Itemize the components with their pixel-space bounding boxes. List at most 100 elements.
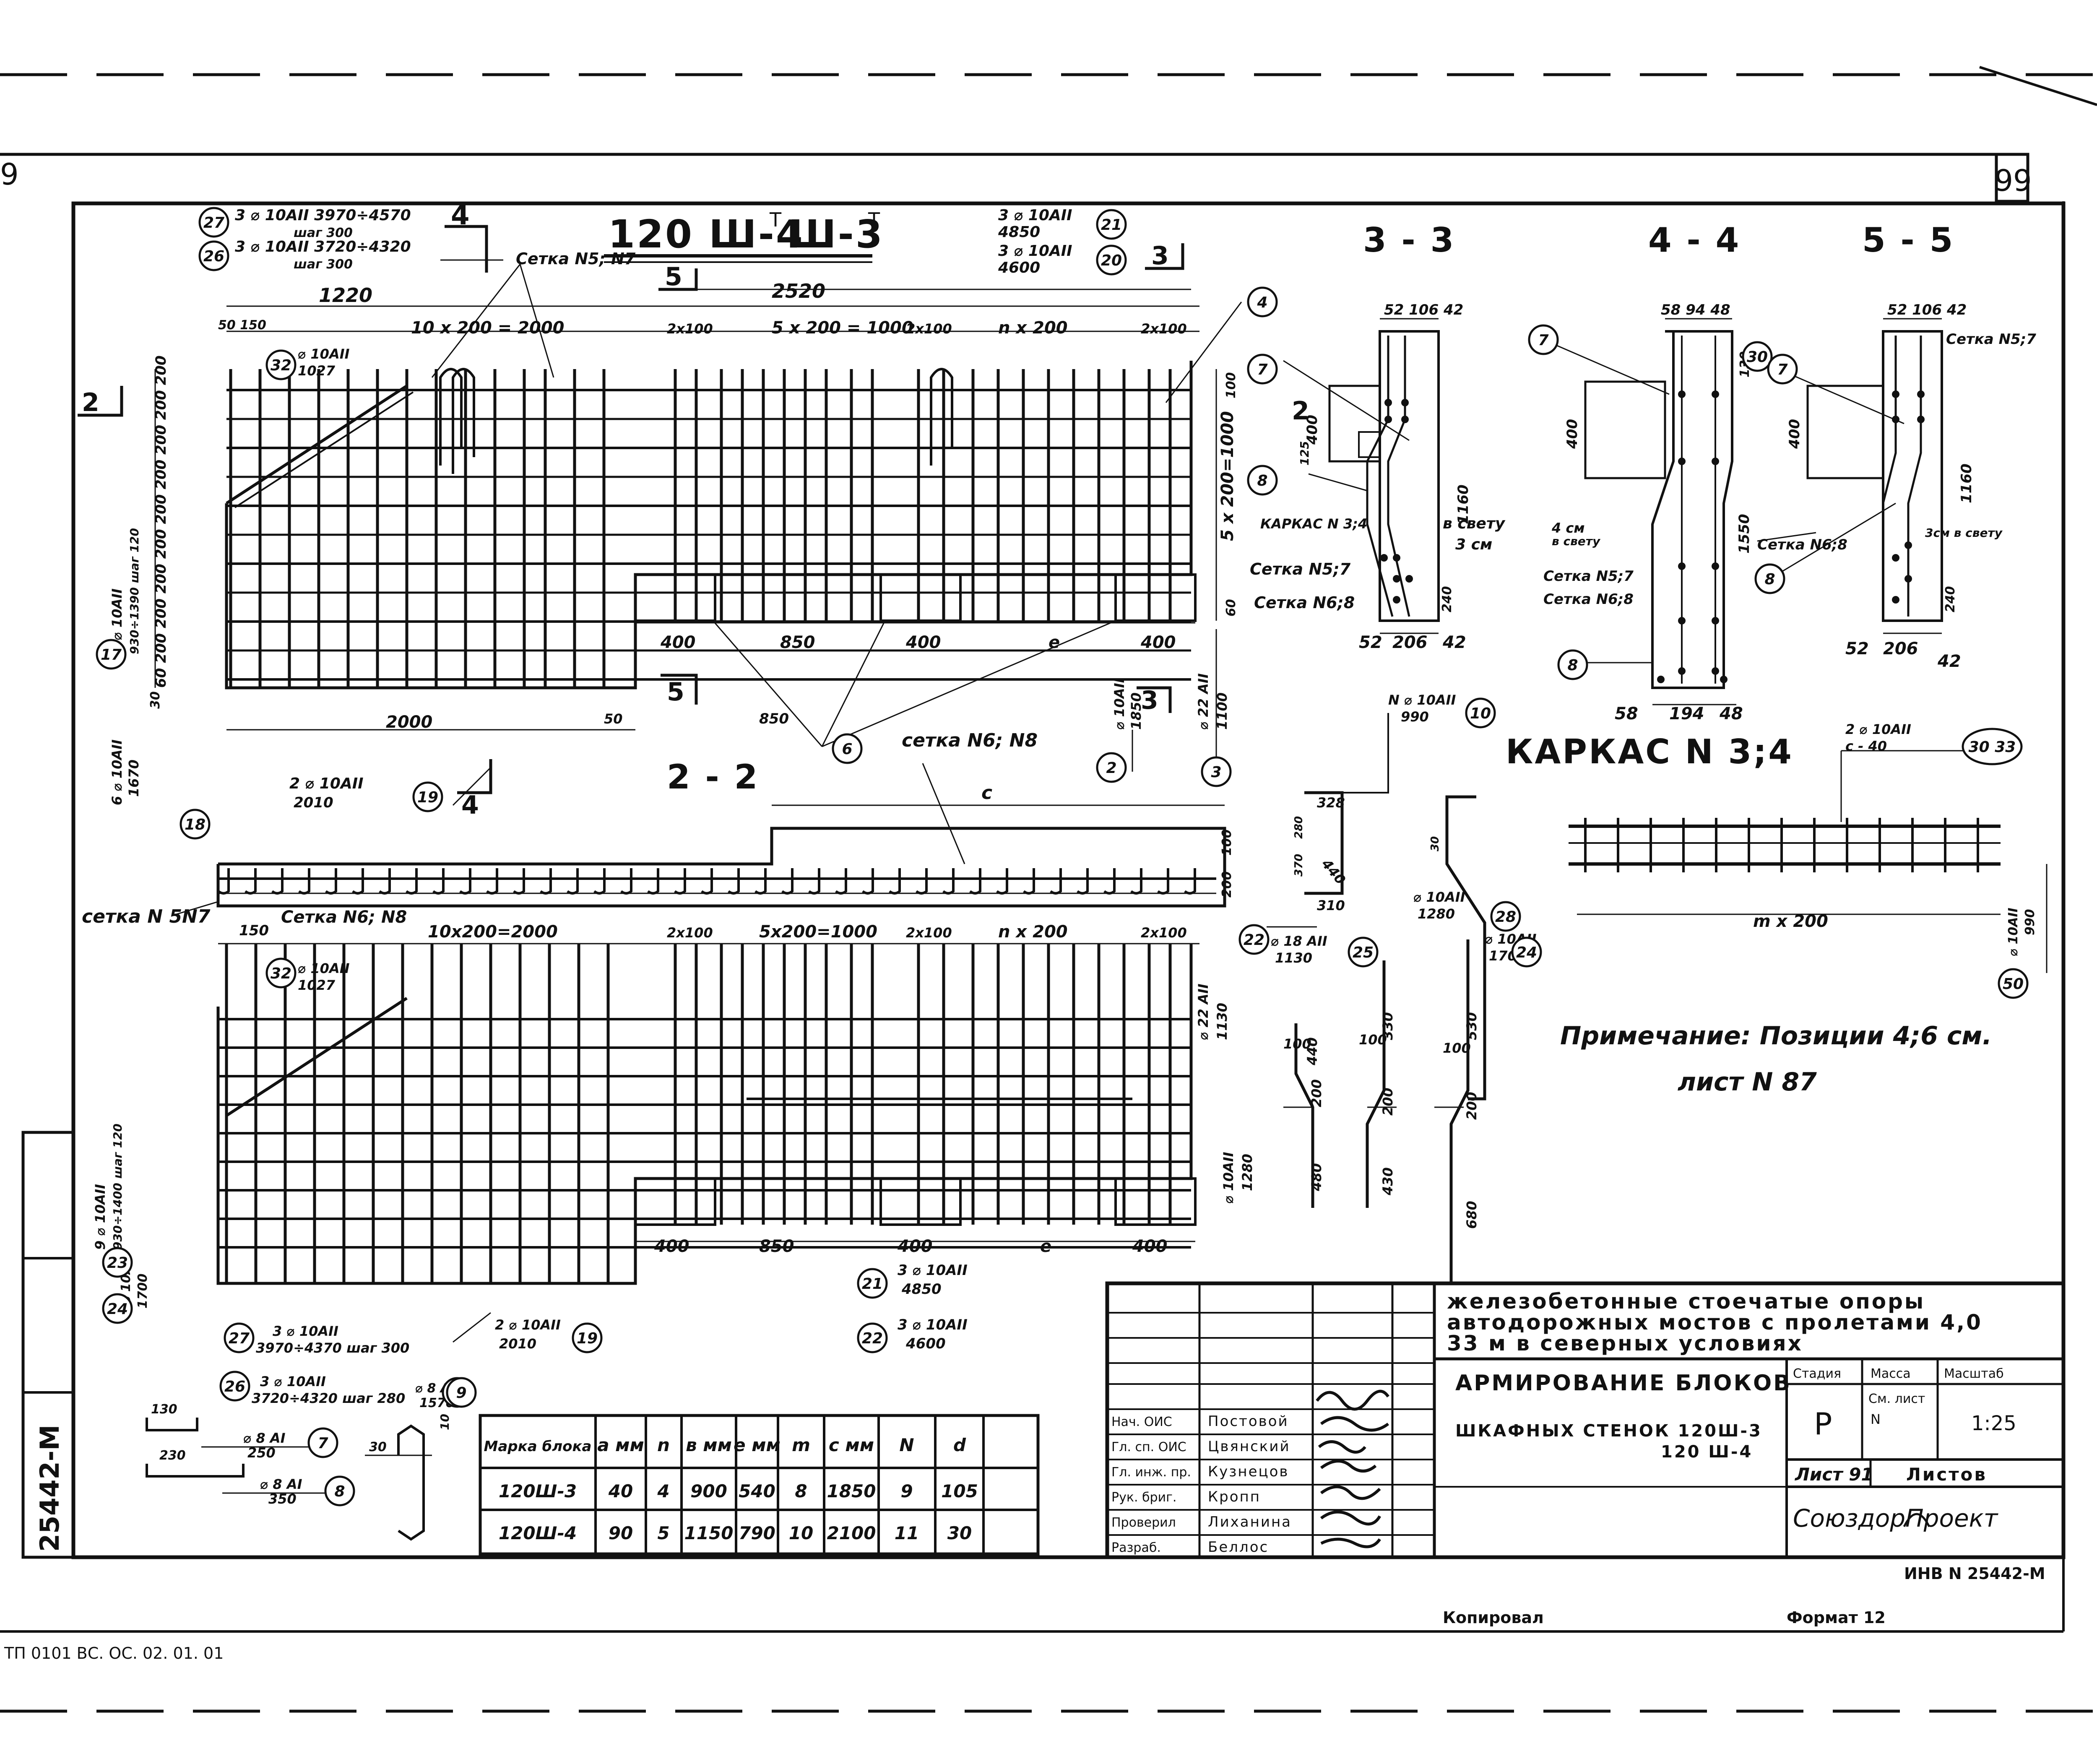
label-setka-6-8-44: Сетка N6;8	[1543, 591, 1634, 608]
stage-value: Р	[1814, 1406, 1832, 1441]
dim-44-194: 194	[1669, 704, 1704, 723]
section-stirrup	[298, 868, 310, 895]
label-setka-6-8: сетка N6; N8	[902, 730, 1038, 751]
table-cell: 11	[895, 1523, 919, 1543]
callout-circle	[265, 957, 297, 989]
dim-2x100-a: 2x100	[667, 321, 713, 337]
rebar-dot	[1401, 399, 1409, 406]
section-stirrup	[486, 868, 498, 895]
callout-number: 32	[271, 965, 291, 982]
callout-number: 21	[862, 1275, 883, 1293]
callout-c27: 27	[198, 207, 229, 238]
callout-c30: 30	[1742, 341, 1773, 372]
callout-circle	[1096, 752, 1127, 783]
callout-circle	[324, 1475, 355, 1506]
dim-2x100-e: 2x100	[906, 925, 952, 941]
callout-23-range: 930÷1400 шаг 120	[111, 1124, 125, 1250]
dim-33-top: 52 106 42	[1384, 302, 1463, 318]
callout-1-top: ⌀ 22 АII	[1195, 983, 1211, 1040]
callout-c19b: 19	[572, 1322, 603, 1353]
dim-33-125: 125	[1298, 441, 1311, 466]
dim-33-42: 42	[1442, 633, 1466, 652]
callout-c18: 18	[180, 809, 211, 840]
section-stirrup	[1157, 868, 1169, 895]
callout-20-top: 3 ⌀ 10АII	[998, 242, 1072, 260]
label-setka-5-7-55: Сетка N5;7	[1946, 331, 2036, 348]
table-header: в мм	[686, 1435, 732, 1455]
section-stirrup	[781, 868, 794, 895]
callout-c2: 2	[1096, 752, 1127, 783]
callout-circle	[1767, 354, 1798, 385]
role-label: Проверил	[1111, 1515, 1176, 1530]
callout-7-len: 250	[247, 1445, 276, 1461]
section-stirrup	[647, 868, 659, 895]
dim-100-vertical: 100	[1224, 372, 1238, 398]
dim-850-a: 850	[780, 633, 815, 652]
dim-c: c	[981, 782, 992, 804]
section-cut-marks	[78, 225, 1184, 794]
table-header: Марка блока	[484, 1438, 592, 1455]
section-2-2-title: 2 - 2	[667, 757, 759, 796]
bar-dim-230: 230	[159, 1448, 186, 1463]
main-title: 120 Ш-4 Т Ш-3 Т	[604, 208, 882, 263]
rebar-dot	[1917, 416, 1925, 423]
callout-number: 24	[107, 1301, 128, 1318]
callout-c28: 28	[1490, 901, 1521, 932]
callout-circle	[1247, 354, 1278, 385]
dim-2x100-b: 2x100	[906, 321, 952, 337]
section-stirrup	[245, 868, 257, 895]
table-header: m	[792, 1435, 810, 1455]
callout-21b-top: 3 ⌀ 10АII	[898, 1262, 968, 1279]
callout-number: 20	[1101, 252, 1122, 269]
callout-22b-len: 4600	[905, 1335, 946, 1352]
callout-circle	[857, 1322, 888, 1353]
section-stirrup	[271, 868, 284, 895]
table-header: e мм	[734, 1435, 781, 1455]
callout-21-top: 3 ⌀ 10АII	[998, 207, 1072, 224]
rebar-dot	[1917, 390, 1925, 398]
left-margin-number: 9	[0, 157, 19, 192]
sheet-title: АРМИРОВАНИЕ БЛОКОВ	[1455, 1371, 1792, 1396]
callout-number: 18	[185, 816, 206, 833]
main-title-text: 120 Ш-4	[608, 212, 804, 257]
callout-circle	[1096, 209, 1127, 240]
table-cell: 30	[947, 1523, 972, 1543]
callout-circle	[1465, 697, 1496, 728]
callout-circle	[219, 1371, 250, 1402]
top-elevation-outline	[154, 259, 1217, 731]
mass-label: Масса	[1871, 1366, 1911, 1381]
callout-c7c: 7	[1767, 354, 1798, 385]
sheet-subtitle-1: ШКАФНЫХ СТЕНОК 120Ш-3	[1455, 1421, 1762, 1441]
callout-c23: 23	[102, 1247, 133, 1278]
scale-value: 1:25	[1971, 1412, 2016, 1435]
callout-c10: 10	[1465, 697, 1496, 728]
dim-33-206: 206	[1392, 633, 1428, 652]
callout-number: 27	[203, 214, 224, 232]
dim-nx200: n x 200	[998, 318, 1068, 338]
callout-number: 26	[224, 1378, 245, 1395]
rebar-dot	[1712, 667, 1719, 675]
rebar-dot	[1384, 416, 1392, 423]
callout-27b-range: 3970÷4370 шаг 300	[256, 1340, 409, 1356]
dim-e: e	[1048, 633, 1060, 652]
leader-lines	[176, 264, 2048, 1343]
callout-number: 8	[334, 1483, 345, 1500]
dim-60-vertical: 60	[1224, 599, 1238, 617]
cut-mark-5-top: 5	[665, 262, 682, 291]
dim-2x100-f: 2x100	[1141, 925, 1187, 941]
callout-c8d: 8	[324, 1475, 355, 1506]
callout-26b-top: 3 ⌀ 10АII	[260, 1374, 326, 1389]
callout-number: 22	[862, 1330, 883, 1347]
sheet-label: Лист 91	[1794, 1464, 1873, 1485]
callout-number: 7	[1538, 332, 1548, 349]
dim-10x200: 10 x 200 = 2000	[411, 318, 565, 338]
callout-number: 24	[1516, 944, 1537, 961]
section-stirrup	[459, 868, 471, 895]
table-cell: 2100	[827, 1523, 876, 1543]
title-line-1: железобетонные стоечатые опоры	[1447, 1289, 1925, 1314]
shape-100-b: 100	[1359, 1032, 1387, 1048]
bar-shapes	[1190, 713, 1486, 1283]
callout-3-len: 1100	[1214, 692, 1230, 730]
section-stirrup	[1103, 868, 1116, 895]
